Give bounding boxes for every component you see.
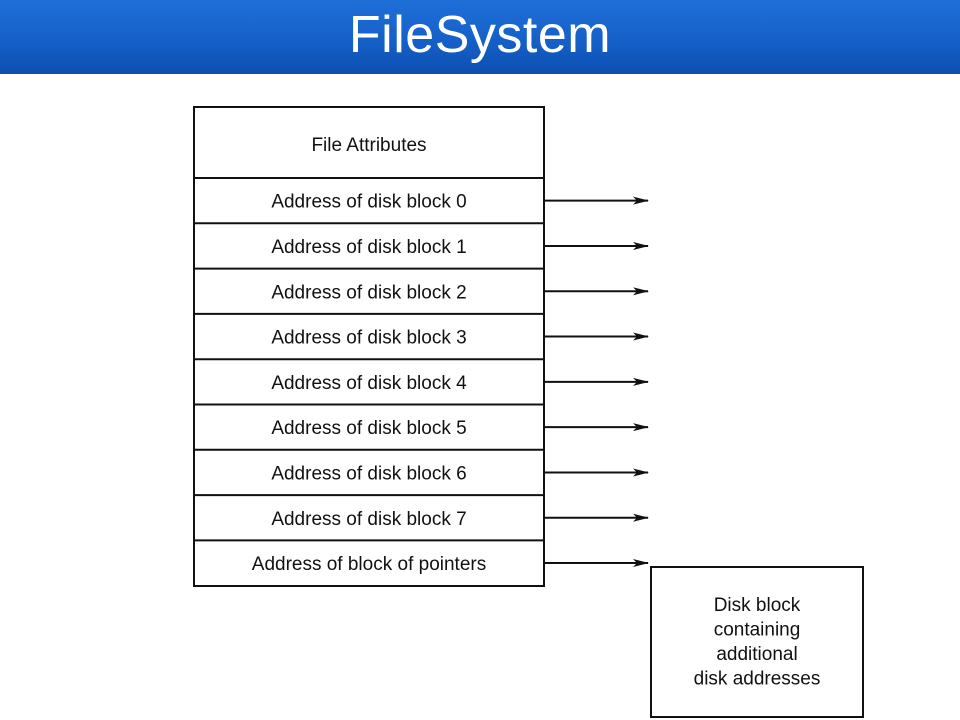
file-attributes-label: File Attributes bbox=[311, 135, 426, 156]
indirect-block-text: Disk block containing additional disk addre… bbox=[694, 595, 821, 690]
indirect-block: Disk block containing additional disk addre… bbox=[650, 566, 864, 718]
disk-block-address-entry: Address of disk block 4 bbox=[271, 373, 467, 394]
disk-block-address-entry: Address of disk block 0 bbox=[271, 192, 466, 213]
pointer-arrows bbox=[544, 196, 649, 568]
disk-block-address-entry: Address of disk block 6 bbox=[271, 463, 466, 484]
disk-block-address-entry: Address of disk block 1 bbox=[271, 237, 466, 258]
inode-entries: Address of disk block 0 Address of disk b… bbox=[194, 192, 544, 575]
indirect-pointer-entry: Address of block of pointers bbox=[252, 554, 486, 575]
disk-block-address-entry: Address of disk block 3 bbox=[271, 328, 466, 349]
disk-block-address-entry: Address of disk block 2 bbox=[271, 282, 466, 303]
disk-block-address-entry: Address of disk block 5 bbox=[271, 418, 466, 439]
disk-block-address-entry: Address of disk block 7 bbox=[271, 509, 466, 530]
indirect-block-line: Disk block bbox=[714, 595, 801, 616]
slide-title: FileSystem bbox=[348, 6, 612, 64]
title-bar: FileSystem bbox=[0, 0, 960, 74]
indirect-block-line: disk addresses bbox=[694, 669, 821, 690]
indirect-block-line: containing bbox=[714, 620, 801, 641]
indirect-block-line: additional bbox=[716, 644, 797, 665]
indirect-block-border bbox=[650, 566, 864, 718]
inode-table-border bbox=[193, 106, 545, 587]
inode-table: File Attributes Address of disk block 0A… bbox=[193, 106, 545, 587]
